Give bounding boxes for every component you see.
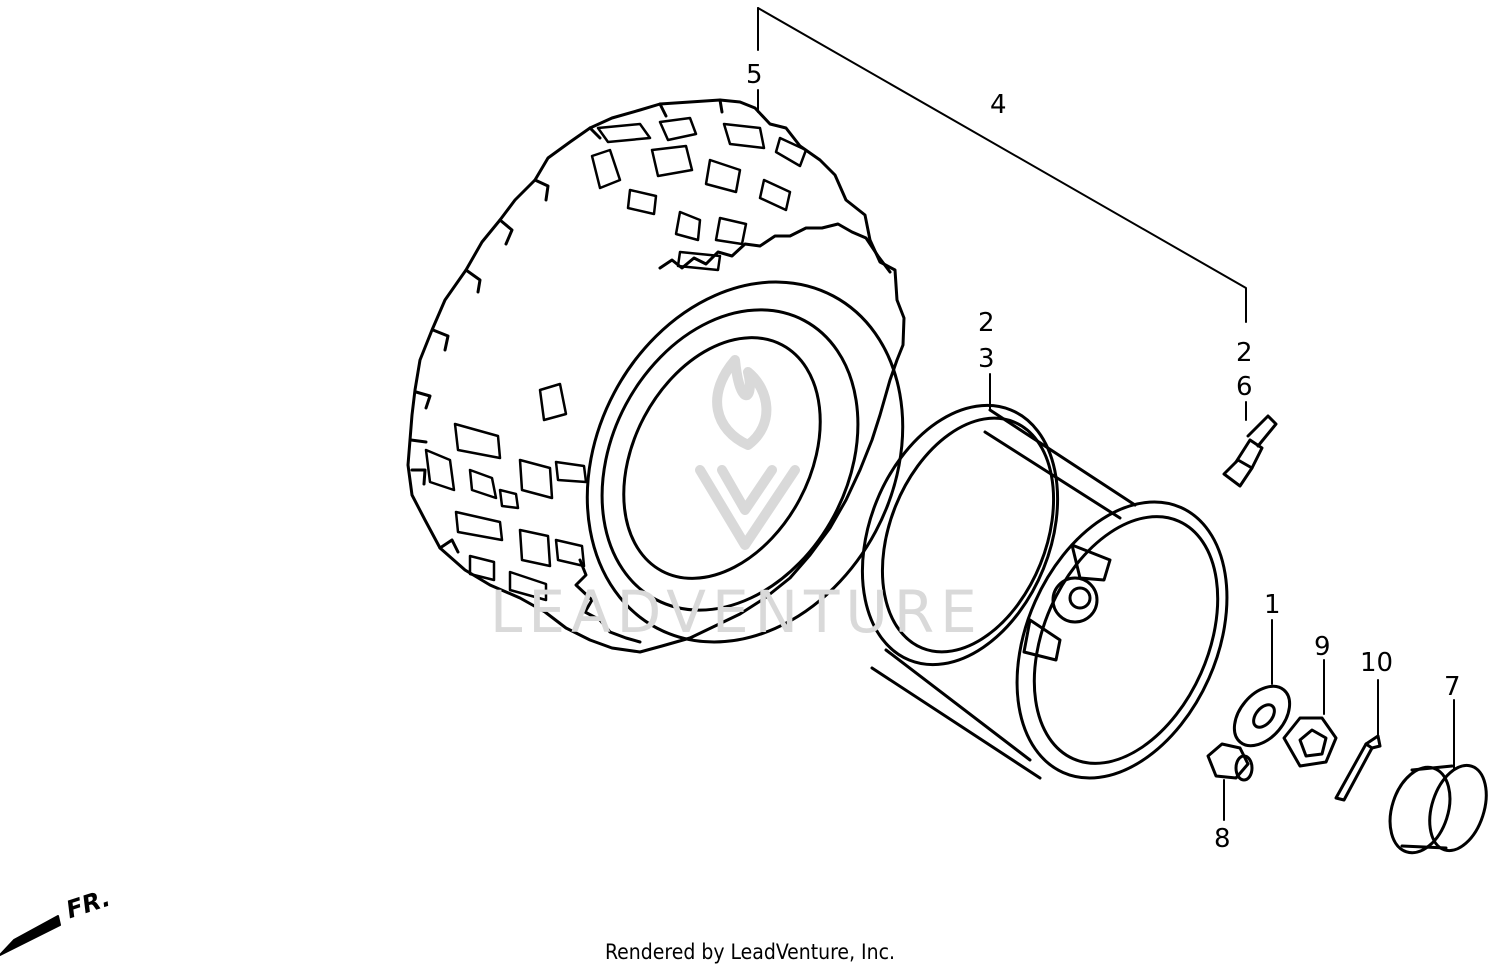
callout-9: 9 — [1314, 632, 1331, 662]
castle-nut — [1282, 716, 1338, 768]
cotter-pin — [1334, 734, 1382, 802]
callout-10: 10 — [1360, 648, 1394, 678]
valve-stem — [1222, 414, 1278, 488]
callout-6: 6 — [1236, 372, 1253, 402]
leader-lines — [757, 7, 1455, 821]
callout-5: 5 — [746, 60, 763, 90]
watermark-text: LEADVENTURE — [490, 578, 983, 646]
callout-3: 3 — [978, 344, 995, 374]
callout-4: 4 — [990, 90, 1007, 120]
washer — [1232, 684, 1292, 748]
wheel-rim — [860, 403, 1229, 780]
tire — [406, 98, 906, 654]
render-credit: Rendered by LeadVenture, Inc. — [605, 940, 895, 964]
lug-nut — [1206, 742, 1254, 782]
callout-1: 1 — [1264, 590, 1281, 620]
callout-8: 8 — [1214, 824, 1231, 854]
front-arrow — [0, 915, 61, 956]
callout-2-valve: 2 — [1236, 338, 1253, 368]
tread-lugs — [424, 116, 808, 602]
hub-cap — [1388, 763, 1488, 855]
watermark-logo — [695, 355, 800, 550]
callout-7: 7 — [1444, 672, 1461, 702]
callout-2-rim: 2 — [978, 308, 995, 338]
